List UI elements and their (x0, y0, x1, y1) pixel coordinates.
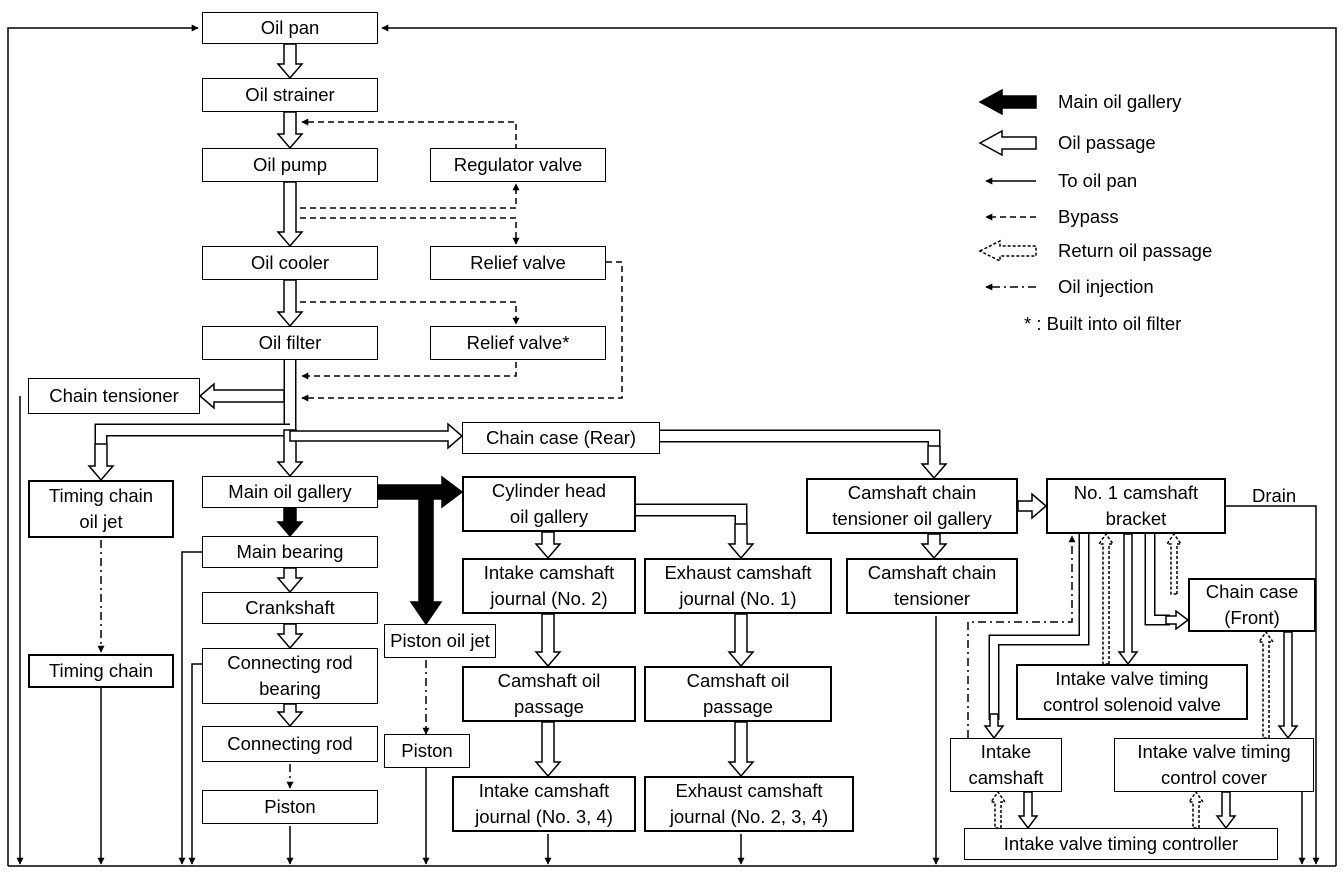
pipe-head-exhaust (636, 505, 746, 530)
flow-crankshaft-conrod-bearing (276, 623, 304, 650)
flow-pump-cooler (276, 181, 304, 248)
bypass-line-regulator (301, 118, 517, 150)
injection-line-intake-cam-bracket (967, 535, 1076, 738)
flow-bracket-intake-cam (983, 713, 1005, 740)
legend-to-oil-pan-label: To oil pan (1058, 170, 1138, 191)
crankshaft-box: Crankshaft (202, 592, 378, 624)
intake-valve-timing-control-cover-box: Intake valve timing control cover (1114, 738, 1314, 792)
legend-return-oil-passage-label: Return oil passage (1058, 240, 1213, 261)
connecting-rod-bearing-box: Connecting rod bearing (202, 648, 378, 704)
connecting-rod-box: Connecting rod (202, 726, 378, 762)
relief-valve-box: Relief valve (430, 246, 606, 280)
bypass-line-relief (301, 261, 623, 402)
drain-line-bracket (1226, 505, 1320, 865)
pipe-bracket-chain-case-front (1146, 534, 1170, 624)
flow-bracket-chain-case-front (1165, 609, 1190, 631)
oil-strainer-box: Oil strainer (202, 78, 378, 112)
flow-exhaust-journal-passage (727, 613, 755, 668)
legend-main-oil-gallery-symbol (978, 88, 1037, 116)
bypass-line-cooler-relief (300, 301, 520, 325)
flow-filter-chain-tensioner (198, 382, 285, 410)
flow-timing-oil-jet (87, 443, 115, 482)
flow-chain-case-rear-tensioner-gallery (920, 445, 948, 480)
oil-cooler-box: Oil cooler (202, 246, 378, 280)
camshaft-oil-passage-exhaust-box: Camshaft oil passage (644, 666, 832, 722)
chain-case-front-box: Chain case (Front) (1188, 578, 1316, 632)
legend-oil-passage-label: Oil passage (1058, 132, 1156, 153)
return-cover-front (1257, 630, 1275, 739)
exhaust-camshaft-journal-no1-box: Exhaust camshaft journal (No. 1) (644, 558, 832, 614)
flow-chain-case-rear (289, 422, 464, 450)
bypass-line-pump-relief (300, 217, 520, 245)
camshaft-chain-tensioner-oil-gallery-box: Camshaft chain tensioner oil gallery (806, 478, 1018, 534)
legend-oil-passage-symbol (978, 129, 1037, 157)
return-controller-cover (1187, 790, 1205, 829)
oil-pan-box: Oil pan (202, 12, 378, 44)
flow-strainer-pump (276, 111, 304, 150)
legend-bypass-label: Bypass (1058, 206, 1119, 227)
chain-tensioner-box: Chain tensioner (28, 378, 200, 414)
flow-main-gallery-bearing (276, 507, 304, 538)
intake-valve-timing-control-solenoid-valve-box: Intake valve timing control solenoid val… (1016, 664, 1248, 720)
piston-jet-box: Piston (384, 734, 470, 768)
return-line-left-frame (7, 24, 199, 866)
flow-head-exhaust-journal (727, 523, 755, 560)
legend-return-oil-passage-symbol (978, 239, 1037, 263)
piston-oil-jet-box: Piston oil jet (384, 624, 496, 658)
flow-exhaust-passage-journal234 (727, 721, 755, 778)
return-controller-cam (989, 790, 1007, 829)
exhaust-camshaft-journal-no234-box: Exhaust camshaft journal (No. 2, 3, 4) (644, 776, 854, 832)
flow-cooler-filter (276, 279, 304, 328)
pipe-timing-oil-jet (96, 425, 290, 450)
flow-front-cover (1277, 631, 1299, 740)
legend-symbols (978, 88, 1037, 291)
camshaft-oil-passage-intake-box: Camshaft oil passage (462, 666, 636, 722)
main-oil-gallery-box: Main oil gallery (202, 476, 378, 508)
intake-valve-timing-controller-box: Intake valve timing controller (964, 828, 1278, 860)
legend-oil-injection-label: Oil injection (1058, 276, 1154, 297)
flow-main-gallery-piston-jet (409, 491, 443, 626)
flow-pan-strainer (276, 43, 304, 80)
flow-cover-controller (1215, 791, 1237, 830)
flow-conrod-bearing-conrod (276, 703, 304, 728)
chain-case-rear-box: Chain case (Rear) (462, 422, 660, 454)
flow-gallery-bracket (1017, 492, 1048, 520)
main-bearing-box: Main bearing (202, 536, 378, 568)
flow-intake-journal-passage (534, 613, 562, 668)
pipe-bracket-intake-cam (990, 534, 1088, 720)
flow-gallery-tensioner (920, 533, 948, 560)
return-solenoid-bracket (1097, 532, 1115, 665)
intake-camshaft-journal-no34-box: Intake camshaft journal (No. 3, 4) (452, 776, 636, 832)
timing-chain-box: Timing chain (28, 654, 174, 688)
bypass-line-relief-star (301, 362, 517, 380)
camshaft-chain-tensioner-box: Camshaft chain tensioner (846, 558, 1018, 614)
flow-bracket-solenoid (1117, 533, 1139, 666)
oil-filter-box: Oil filter (202, 326, 378, 360)
flow-cam-controller (1017, 791, 1039, 830)
bypass-line-pump-regulator (300, 183, 520, 209)
drain-line-conrod-bearing (188, 663, 202, 865)
intake-camshaft-box: Intake camshaft (950, 738, 1062, 792)
piston-box: Piston (202, 790, 378, 824)
no1-camshaft-bracket-box: No. 1 camshaft bracket (1046, 478, 1226, 534)
timing-chain-oil-jet-box: Timing chain oil jet (28, 480, 174, 538)
return-line-right-frame (381, 24, 1337, 866)
regulator-valve-box: Regulator valve (430, 148, 606, 182)
legend-main-oil-gallery-label: Main oil gallery (1058, 91, 1182, 112)
pipe-chain-case-rear-right (660, 431, 939, 452)
legend-note: * : Built into oil filter (1024, 313, 1182, 334)
intake-camshaft-journal-no2-box: Intake camshaft journal (No. 2) (462, 558, 636, 614)
oil-pump-box: Oil pump (202, 148, 378, 182)
drain-line-main-bearing (178, 551, 202, 865)
drain-label: Drain (1252, 485, 1297, 506)
flow-bearing-crankshaft (276, 567, 304, 594)
flow-head-intake-journal (534, 531, 562, 560)
flow-intake-passage-journal34 (534, 721, 562, 778)
relief-valve-star-box: Relief valve* (430, 326, 606, 360)
cylinder-head-oil-gallery-box: Cylinder head oil gallery (462, 476, 636, 532)
return-front-bracket (1165, 532, 1183, 595)
